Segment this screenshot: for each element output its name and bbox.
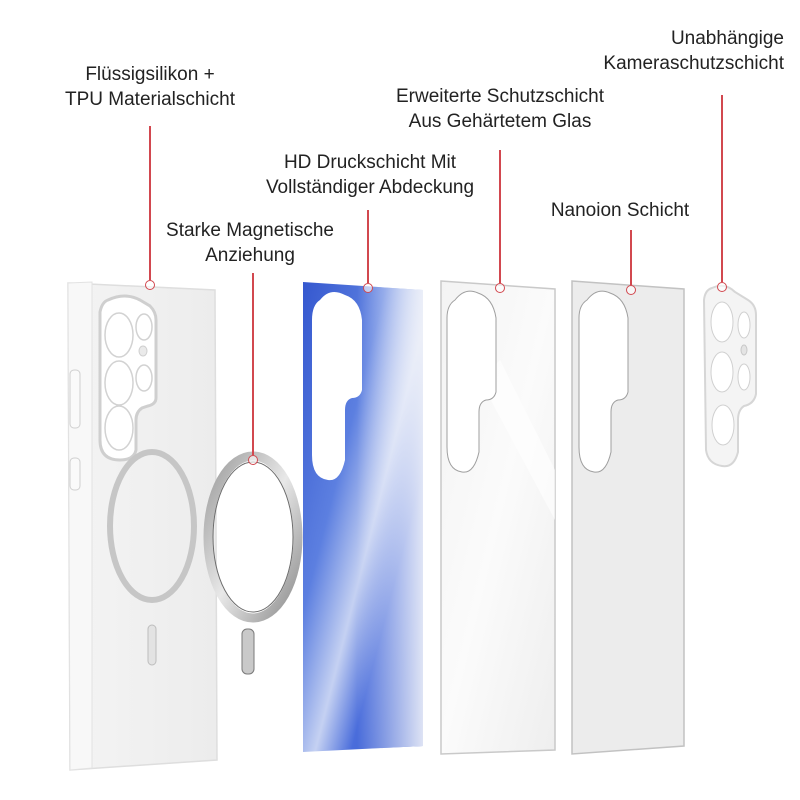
callout-dot-magnet [248, 455, 258, 465]
callout-dot-case [145, 280, 155, 290]
tempered-glass-layer [440, 280, 556, 755]
camera-protector [702, 284, 757, 468]
callout-dot-glass [495, 283, 505, 293]
callout-line-glass [499, 150, 501, 283]
label-print-line2: Vollständiger Abdeckung [265, 177, 475, 198]
label-nano-line1: Nanoion Schicht [550, 200, 690, 221]
label-magnet-line1: Starke Magnetische [166, 220, 334, 241]
label-magnet: Starke Magnetische Anziehung [140, 218, 360, 268]
label-camera: Unabhängige Kameraschutzschicht [603, 26, 784, 76]
label-print-line1: HD Druckschicht Mit [283, 152, 457, 173]
label-case-line1: Flüssigsilikon + [85, 64, 215, 85]
callout-dot-camera [717, 282, 727, 292]
label-case: Flüssigsilikon + TPU Materialschicht [20, 62, 280, 112]
hd-print-layer [303, 282, 423, 752]
silicone-tpu-case [67, 281, 218, 771]
callout-dot-nano [626, 285, 636, 295]
label-nano: Nanoion Schicht [520, 198, 720, 223]
label-glass-line2: Aus Gehärtetem Glas [408, 111, 592, 132]
label-camera-line1: Unabhängige [670, 28, 784, 49]
callout-line-nano [630, 230, 632, 285]
magnetic-ring [203, 451, 303, 675]
callout-line-camera [721, 95, 723, 282]
nanoion-layer [571, 280, 685, 755]
label-glass-line1: Erweiterte Schutzschicht [395, 86, 605, 107]
callout-line-print [367, 210, 369, 283]
label-print: HD Druckschicht Mit Vollständiger Abdeck… [225, 150, 515, 200]
label-magnet-line2: Anziehung [205, 245, 295, 266]
label-case-line2: TPU Materialschicht [65, 89, 235, 110]
label-glass: Erweiterte Schutzschicht Aus Gehärtetem … [360, 84, 640, 134]
callout-line-case [149, 126, 151, 280]
callout-line-magnet [252, 273, 254, 455]
label-camera-line2: Kameraschutzschicht [603, 53, 784, 74]
callout-dot-print [363, 283, 373, 293]
